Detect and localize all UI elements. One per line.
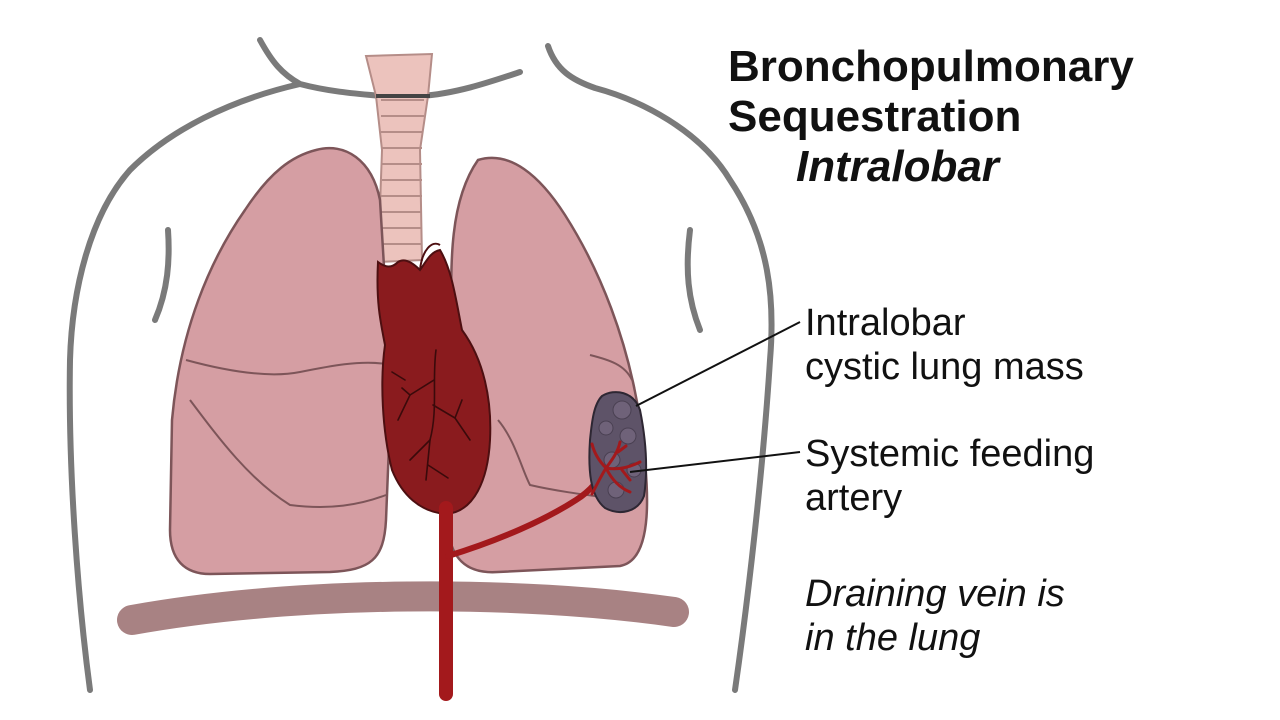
artery-leader-line (629, 451, 801, 473)
right-lung (168, 146, 392, 576)
body-outline (66, 37, 775, 693)
label-cystic-mass-line-1: Intralobar (805, 302, 966, 344)
cystic-lung-mass (588, 391, 648, 513)
title-subtitle: Intralobar (796, 142, 999, 191)
label-feeding-artery: Systemic feeding artery (805, 432, 1094, 520)
right-arm-crease (684, 227, 703, 333)
label-draining-vein-line-1: Draining vein is (805, 573, 1065, 615)
diaphragm (117, 581, 689, 635)
label-draining-vein-line-2: in the lung (805, 617, 981, 659)
title-line-1: Bronchopulmonary (728, 42, 1134, 91)
label-feeding-artery-line-1: Systemic feeding (805, 433, 1095, 475)
label-draining-vein: Draining vein is in the lung (805, 572, 1065, 660)
mass-leader-line (635, 321, 801, 407)
label-feeding-artery-line-2: artery (805, 477, 903, 519)
label-cystic-mass: Intralobar cystic lung mass (805, 301, 1084, 389)
left-arm-crease (152, 227, 172, 323)
body-outline-left (66, 37, 385, 693)
title-line-2: Sequestration (728, 92, 1022, 141)
trachea (364, 52, 434, 264)
heart (376, 242, 492, 516)
label-cystic-mass-line-2: cystic lung mass (805, 346, 1084, 388)
neck-line (417, 69, 523, 99)
body-outline-right (545, 43, 775, 693)
diagram-title: Bronchopulmonary Sequestration Intraloba… (728, 42, 1134, 192)
